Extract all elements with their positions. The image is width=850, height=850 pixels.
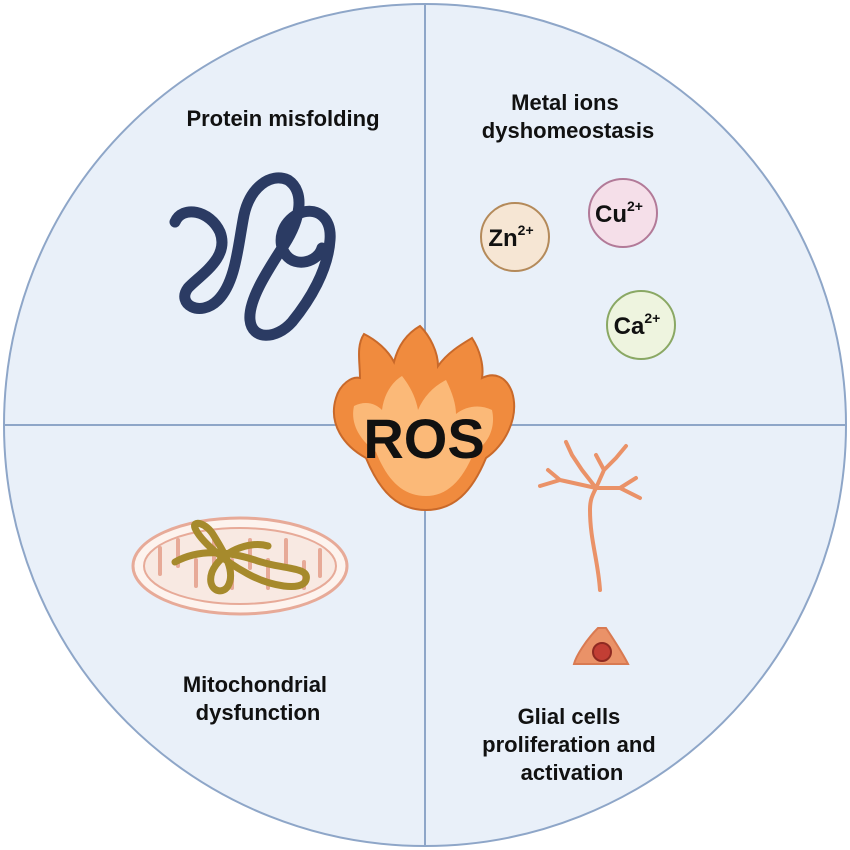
calcium-charge: 2+: [644, 310, 660, 326]
quadrant-glial-cells: Glial cells proliferation and activation: [482, 440, 662, 785]
ros-flame-icon: ROS: [333, 324, 516, 512]
copper-ion-circle: [588, 178, 658, 248]
mitochondrial-label-line2: dysfunction: [196, 700, 321, 725]
calcium-symbol: Ca: [614, 313, 645, 340]
metal-ions-label-line1: Metal ions: [511, 90, 619, 115]
glial-label-line1: Glial cells: [518, 704, 621, 729]
mitochondrial-dna-icon: [171, 519, 310, 595]
glial-dendrites: [538, 440, 642, 592]
metal-ions-label-line2: dyshomeostasis: [482, 118, 654, 143]
svg-text:Ca2+: Ca2+: [614, 310, 661, 340]
copper-ion: Cu2+: [588, 178, 658, 248]
zinc-charge: 2+: [518, 222, 534, 238]
zinc-symbol: Zn: [488, 225, 517, 252]
quadrant-mitochondrial-dysfunction: Mitochondrial dysfunction: [131, 516, 349, 725]
glial-nucleus: [592, 642, 612, 662]
glial-cells-label: Glial cells proliferation and activation: [482, 704, 662, 785]
ros-label: ROS: [363, 407, 484, 470]
glial-label-line3: activation: [521, 760, 624, 785]
copper-symbol: Cu: [595, 201, 627, 228]
svg-text:Cu2+: Cu2+: [595, 198, 643, 228]
svg-text:Zn2+: Zn2+: [488, 222, 533, 252]
mitochondrion-icon: [131, 516, 349, 616]
calcium-ion: Ca2+: [606, 290, 676, 360]
mitochondrial-label-line1: Mitochondrial: [183, 672, 327, 697]
glial-cell-icon: [538, 440, 642, 665]
protein-misfolding-label: Protein misfolding: [186, 106, 379, 131]
quadrant-protein-misfolding: Protein misfolding: [169, 106, 380, 341]
flame-inner: [353, 376, 494, 496]
glial-label-line2: proliferation and: [482, 732, 656, 757]
mitochondrial-label: Mitochondrial dysfunction: [183, 672, 333, 725]
calcium-ion-circle: [606, 290, 676, 360]
copper-charge: 2+: [627, 198, 643, 214]
zinc-ion-circle: [480, 202, 550, 272]
zinc-ion: Zn2+: [480, 202, 550, 272]
protein-strand-icon: [169, 172, 336, 341]
metal-ions-label: Metal ions dyshomeostasis: [482, 90, 654, 143]
quadrant-metal-ions: Metal ions dyshomeostasis Zn2+ Cu2+ Ca2+: [480, 90, 676, 360]
